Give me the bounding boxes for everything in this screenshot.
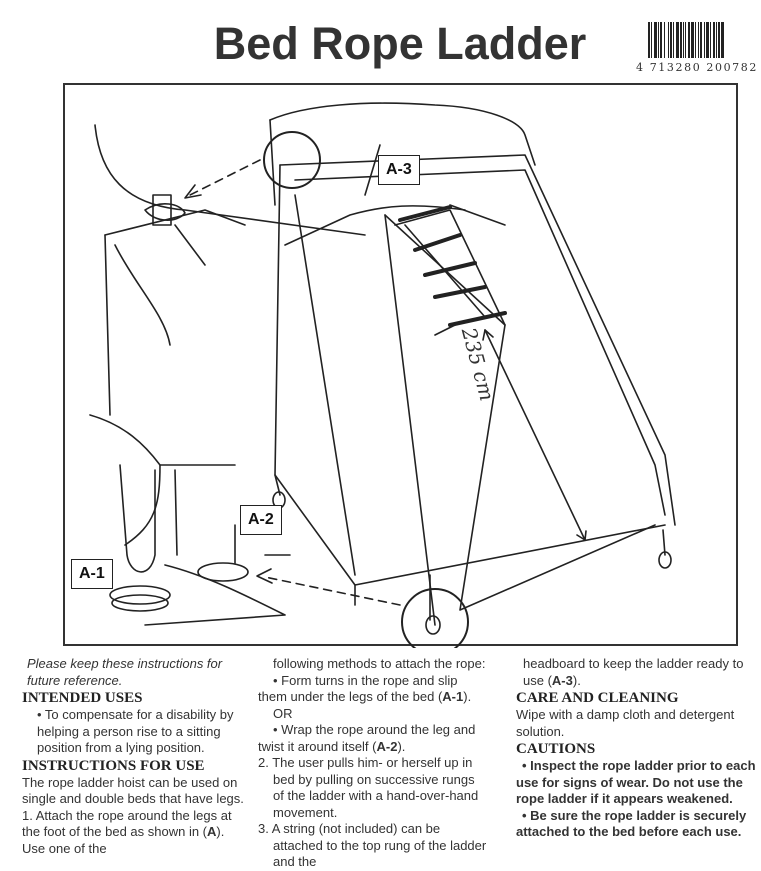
barcode-bar <box>668 22 669 58</box>
method-1-ref: A-1 <box>442 689 464 704</box>
label-a3: A-3 <box>378 155 420 185</box>
step-3-ref: A-3 <box>551 672 573 688</box>
step-3-cont-text: headboard to keep the ladder ready to us… <box>523 656 744 688</box>
care-heading: CARE AND CLEANING <box>516 690 679 706</box>
instruction-illustration: 235 cm A-1 A-2 A-3 <box>63 83 738 648</box>
caution-2: • Be sure the rope ladder is securely at… <box>516 807 747 840</box>
barcode-bar <box>716 22 717 58</box>
barcode-bar <box>648 22 650 58</box>
label-a1: A-1 <box>71 559 113 589</box>
barcode-bar <box>713 22 715 58</box>
barcode-bar <box>700 22 702 58</box>
intended-uses-heading: INTENDED USES <box>22 690 143 706</box>
barcode-bar <box>660 22 662 58</box>
barcode-bar <box>706 22 709 58</box>
method-1: • Form turns in the rope and slip them u… <box>258 673 488 706</box>
step-1-text: 1. Attach the rope around the legs at th… <box>22 807 232 840</box>
step-1: 1. Attach the rope around the legs at th… <box>22 808 247 858</box>
step-1-ref: A <box>207 824 217 839</box>
barcode-bar <box>698 22 699 58</box>
intended-uses-item: • To compensate for a disability by help… <box>37 707 234 755</box>
instructions-heading: INSTRUCTIONS FOR USE <box>22 757 205 774</box>
method-1-end: ). <box>463 689 472 704</box>
step-2: 2. The user pulls him- or herself up in … <box>258 755 479 820</box>
bed-drawing <box>89 102 676 648</box>
method-2-ref: A-2 <box>376 738 398 754</box>
barcode-bars <box>648 22 724 58</box>
barcode-bar <box>658 22 659 58</box>
step-1-continued: following methods to attach the rope: <box>273 656 486 671</box>
text-column-2: following methods to attach the rope: • … <box>258 656 488 871</box>
barcode-bar <box>670 22 672 58</box>
keep-note: Please keep these instructions for futur… <box>27 656 223 688</box>
barcode-bar <box>683 22 684 58</box>
barcode-bar <box>651 22 652 58</box>
step-3-end: ). <box>572 672 581 688</box>
method-2-text: • Wrap the rope around the leg and twist… <box>258 722 476 754</box>
barcode-bar <box>691 22 694 58</box>
method-2-end: ). <box>397 738 406 754</box>
or-label: OR <box>273 705 293 721</box>
barcode-number: 4 713280 200782 <box>636 61 758 74</box>
barcode: 4 713280 200782 <box>636 22 756 78</box>
barcode-bar <box>688 22 690 58</box>
text-column-3: headboard to keep the ladder ready to us… <box>516 656 761 841</box>
barcode-bar <box>710 22 711 58</box>
cautions-heading: CAUTIONS <box>516 741 596 757</box>
step-3-continued: headboard to keep the ladder ready to us… <box>516 656 761 689</box>
barcode-bar <box>654 22 657 58</box>
barcode-bar <box>676 22 679 58</box>
instructions-intro: The rope ladder hoist can be used on sin… <box>22 774 244 807</box>
barcode-bar <box>704 22 705 58</box>
barcode-bar <box>718 22 720 58</box>
barcode-bar <box>695 22 696 58</box>
text-column-1: Please keep these instructions for futur… <box>22 656 247 857</box>
barcode-bar <box>664 22 665 58</box>
barcode-bar <box>673 22 674 58</box>
method-1-text: • Form turns in the rope and slip them u… <box>258 672 458 705</box>
step-3: 3. A string (not included) can be attach… <box>258 821 487 869</box>
barcode-bar <box>721 22 724 58</box>
barcode-bar <box>680 22 682 58</box>
caution-1: • Inspect the rope ladder prior to each … <box>516 758 756 806</box>
care-text: Wipe with a damp cloth and detergent sol… <box>516 707 735 739</box>
method-2: • Wrap the rope around the leg and twist… <box>258 722 488 755</box>
document-title: Bed Rope Ladder <box>213 18 587 69</box>
barcode-bar <box>685 22 686 58</box>
label-a2: A-2 <box>240 505 282 535</box>
